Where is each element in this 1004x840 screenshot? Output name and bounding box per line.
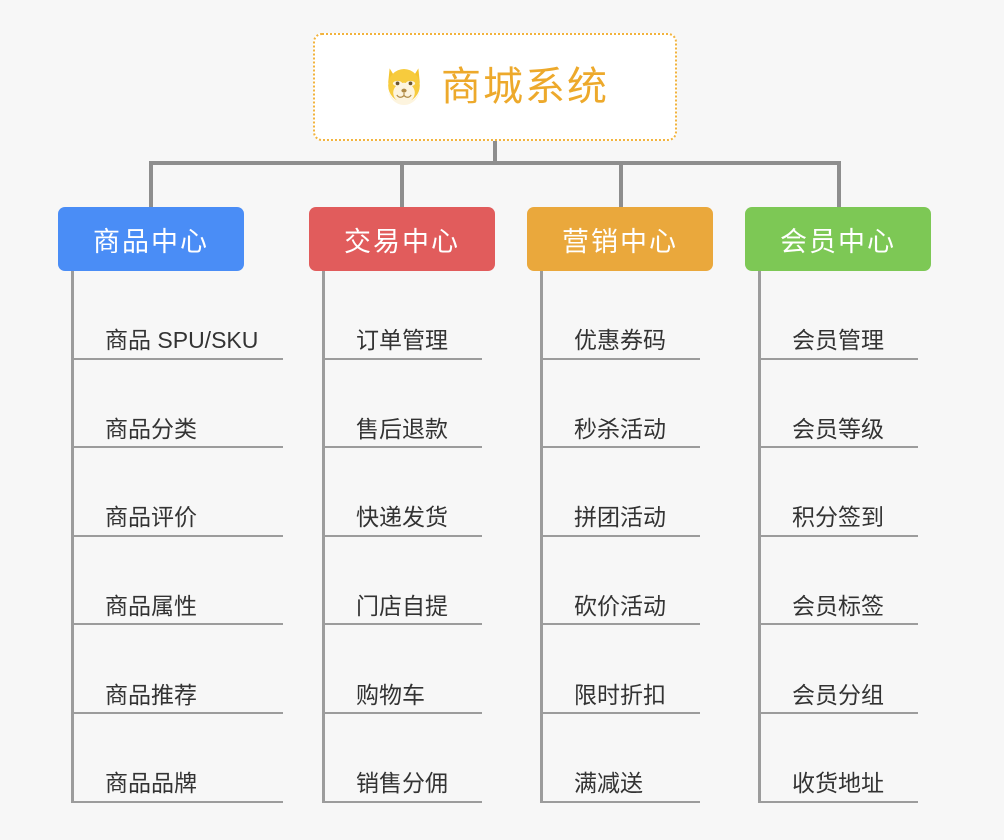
category-header-2[interactable]: 交易中心 bbox=[309, 207, 495, 271]
leaf-list-2: 订单管理 售后退款 快递发货 门店自提 购物车 销售分佣 bbox=[322, 271, 482, 803]
leaf-list-3: 优惠券码 秒杀活动 拼团活动 砍价活动 限时折扣 满减送 bbox=[540, 271, 700, 803]
list-item[interactable]: 门店自提 bbox=[322, 537, 482, 626]
list-item[interactable]: 会员管理 bbox=[758, 271, 918, 360]
root-title: 商城系统 bbox=[441, 65, 609, 109]
leaf-label: 限时折扣 bbox=[574, 681, 666, 708]
leaf-label: 购物车 bbox=[356, 681, 425, 708]
leaf-label: 销售分佣 bbox=[356, 770, 448, 797]
connector-drop-1 bbox=[149, 161, 153, 207]
list-item[interactable]: 商品分类 bbox=[71, 360, 283, 449]
list-item[interactable]: 收货地址 bbox=[758, 714, 918, 803]
list-item[interactable]: 限时折扣 bbox=[540, 625, 700, 714]
leaf-label: 商品评价 bbox=[105, 504, 197, 531]
leaf-label: 会员等级 bbox=[792, 415, 884, 442]
list-item[interactable]: 会员等级 bbox=[758, 360, 918, 449]
category-spine-4 bbox=[758, 271, 761, 803]
leaf-label: 商品推荐 bbox=[105, 681, 197, 708]
list-item[interactable]: 售后退款 bbox=[322, 360, 482, 449]
category-spine-2 bbox=[322, 271, 325, 803]
leaf-label: 订单管理 bbox=[356, 327, 448, 354]
leaf-list-4: 会员管理 会员等级 积分签到 会员标签 会员分组 收货地址 bbox=[758, 271, 918, 803]
list-item[interactable]: 优惠券码 bbox=[540, 271, 700, 360]
list-item[interactable]: 订单管理 bbox=[322, 271, 482, 360]
list-item[interactable]: 拼团活动 bbox=[540, 448, 700, 537]
connector-drop-3 bbox=[619, 161, 623, 207]
list-item[interactable]: 购物车 bbox=[322, 625, 482, 714]
category-header-1[interactable]: 商品中心 bbox=[58, 207, 244, 271]
leaf-label: 商品属性 bbox=[105, 592, 197, 619]
leaf-label: 商品 SPU/SKU bbox=[105, 327, 259, 354]
list-item[interactable]: 快递发货 bbox=[322, 448, 482, 537]
list-item[interactable]: 商品推荐 bbox=[71, 625, 283, 714]
leaf-label: 售后退款 bbox=[356, 415, 448, 442]
connector-drop-4 bbox=[837, 161, 841, 207]
connector-bar bbox=[149, 161, 841, 165]
category-column-1: 商品中心 商品 SPU/SKU 商品分类 商品评价 商品属性 商品推荐 商品品牌 bbox=[58, 207, 283, 803]
list-item[interactable]: 积分签到 bbox=[758, 448, 918, 537]
list-item[interactable]: 砍价活动 bbox=[540, 537, 700, 626]
category-column-3: 营销中心 优惠券码 秒杀活动 拼团活动 砍价活动 限时折扣 满减送 bbox=[527, 207, 713, 803]
leaf-label: 砍价活动 bbox=[574, 592, 666, 619]
list-item[interactable]: 销售分佣 bbox=[322, 714, 482, 803]
list-item[interactable]: 会员分组 bbox=[758, 625, 918, 714]
list-item[interactable]: 商品 SPU/SKU bbox=[71, 271, 283, 360]
connector-drop-2 bbox=[400, 161, 404, 207]
leaf-list-1: 商品 SPU/SKU 商品分类 商品评价 商品属性 商品推荐 商品品牌 bbox=[71, 271, 283, 803]
leaf-label: 优惠券码 bbox=[574, 327, 666, 354]
leaf-label: 收货地址 bbox=[792, 770, 884, 797]
category-column-2: 交易中心 订单管理 售后退款 快递发货 门店自提 购物车 销售分佣 bbox=[309, 207, 495, 803]
list-item[interactable]: 商品品牌 bbox=[71, 714, 283, 803]
category-header-4[interactable]: 会员中心 bbox=[745, 207, 931, 271]
leaf-label: 拼团活动 bbox=[574, 504, 666, 531]
leaf-label: 商品品牌 bbox=[105, 770, 197, 797]
category-header-3[interactable]: 营销中心 bbox=[527, 207, 713, 271]
leaf-label: 快递发货 bbox=[356, 504, 448, 531]
leaf-label: 秒杀活动 bbox=[574, 415, 666, 442]
list-item[interactable]: 商品评价 bbox=[71, 448, 283, 537]
list-item[interactable]: 满减送 bbox=[540, 714, 700, 803]
leaf-label: 满减送 bbox=[574, 770, 643, 797]
leaf-label: 会员分组 bbox=[792, 681, 884, 708]
root-node[interactable]: 商城系统 bbox=[313, 33, 677, 141]
leaf-label: 门店自提 bbox=[356, 592, 448, 619]
connector-stem bbox=[493, 141, 497, 165]
leaf-label: 会员管理 bbox=[792, 327, 884, 354]
category-spine-1 bbox=[71, 271, 74, 803]
list-item[interactable]: 秒杀活动 bbox=[540, 360, 700, 449]
leaf-label: 积分签到 bbox=[792, 504, 884, 531]
dog-face-icon bbox=[388, 68, 420, 105]
leaf-label: 商品分类 bbox=[105, 415, 197, 442]
leaf-label: 会员标签 bbox=[792, 592, 884, 619]
list-item[interactable]: 会员标签 bbox=[758, 537, 918, 626]
category-column-4: 会员中心 会员管理 会员等级 积分签到 会员标签 会员分组 收货地址 bbox=[745, 207, 931, 803]
category-spine-3 bbox=[540, 271, 543, 803]
list-item[interactable]: 商品属性 bbox=[71, 537, 283, 626]
